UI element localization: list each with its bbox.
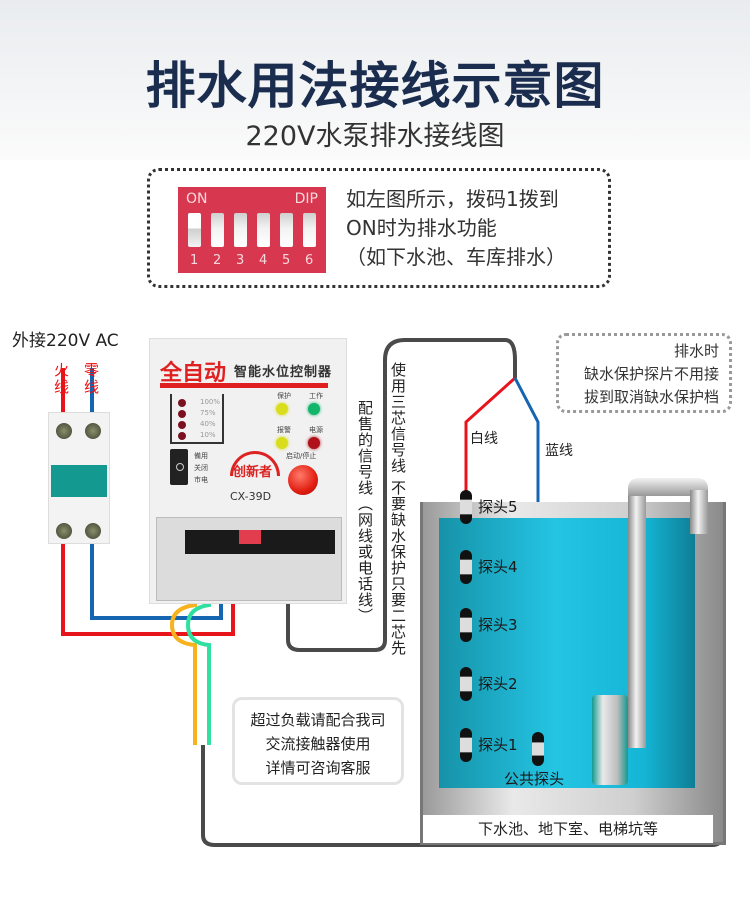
breaker-terminal xyxy=(85,523,101,539)
common-probe-label: 公共探头 xyxy=(504,770,565,788)
terminal-block xyxy=(156,517,342,601)
page-title: 排水用法接线示意图 xyxy=(145,57,605,115)
controller-name: 智能水位控制器 xyxy=(234,365,333,380)
level-mark: 100% xyxy=(200,398,221,406)
dip-switch-number: 1 xyxy=(190,253,199,268)
load-notice: 超过负载请配合我司 交流接触器使用 详情可咨询客服 xyxy=(232,697,404,785)
live-wire-label: 火线 xyxy=(54,361,70,396)
dip-switch-number: 5 xyxy=(282,253,291,268)
level-led xyxy=(178,399,186,407)
indicator-led xyxy=(276,403,288,415)
note-line: 详情可咨询客服 xyxy=(265,759,371,777)
switch-position-label: 備用 xyxy=(194,452,208,460)
instruction-line: 如左图所示，拨码1拨到 xyxy=(346,187,559,211)
water-level-controller: 全自动 智能水位控制器 100% 75% 40% 10% 保护 工作报警 电源 備用 关闭… xyxy=(149,338,347,604)
dip-switch-number: 2 xyxy=(213,253,222,268)
probe-label: 探头4 xyxy=(478,558,518,576)
pump-wire-yellow xyxy=(169,545,197,745)
indicator-led xyxy=(276,437,288,449)
indicator-label: 工作 xyxy=(309,392,323,400)
pump-wire-green xyxy=(185,545,211,745)
start-stop-button[interactable] xyxy=(288,465,318,495)
level-led xyxy=(178,410,186,418)
breaker-toggle xyxy=(51,465,107,497)
breaker-terminal xyxy=(56,423,72,439)
indicator-label: 报警 xyxy=(277,426,291,434)
submersible-pump xyxy=(592,695,628,785)
dip-switch[interactable] xyxy=(280,213,293,247)
level-indicator-tank xyxy=(170,394,224,444)
drain-mode-note: 排水时 缺水保护探片不用接 拔到取消缺水保护档 xyxy=(556,333,732,413)
controller-pinyin-strip xyxy=(160,383,328,388)
dip-switch-number: 6 xyxy=(305,253,314,268)
three-core-cable-label: 使用三芯信号线 不要缺水保护只要二芯先 xyxy=(389,362,407,656)
dip-switch-number: 3 xyxy=(236,253,245,268)
white-wire-label: 白线 xyxy=(470,431,498,447)
controller-model: CX-39D xyxy=(230,490,272,503)
probe-label: 探头3 xyxy=(478,616,518,634)
dip-instruction-text: 如左图所示，拨码1拨到 ON时为排水功能 （如下水池、车库排水） xyxy=(346,185,566,272)
dip-brand-label: DIP xyxy=(294,191,318,207)
discharge-pipe-elbow xyxy=(628,478,708,496)
note-line: 排水时 xyxy=(673,342,719,360)
dip-switch[interactable] xyxy=(211,213,224,247)
level-led xyxy=(178,432,186,440)
blue-wire-label: 蓝线 xyxy=(545,443,573,459)
indicator-label: 保护 xyxy=(277,392,291,400)
signal-cable xyxy=(286,338,517,652)
discharge-pipe xyxy=(628,488,646,748)
indicator-led xyxy=(308,403,320,415)
dip-on-label: ON xyxy=(186,191,208,207)
probe-label: 探头5 xyxy=(478,498,518,516)
dip-switch[interactable] xyxy=(303,213,316,247)
external-power-label: 外接220V AC xyxy=(12,331,119,351)
instruction-line: ON时为排水功能 xyxy=(346,216,497,240)
switch-position-label: 关闭 xyxy=(194,464,208,472)
level-led xyxy=(178,421,186,429)
page-subtitle: 220V水泵排水接线图 xyxy=(245,121,505,152)
pit-water xyxy=(439,518,695,788)
probe xyxy=(460,608,472,642)
common-probe xyxy=(532,732,544,766)
mini-dip-switch[interactable] xyxy=(239,530,261,544)
power-rocker-switch[interactable] xyxy=(170,449,188,485)
switch-glyph xyxy=(176,463,184,471)
probe xyxy=(460,490,472,524)
note-line: 超过负载请配合我司 xyxy=(250,711,386,729)
indicator-label: 电源 xyxy=(309,426,323,434)
level-mark: 40% xyxy=(200,420,216,428)
controller-logo: 创新者 xyxy=(233,465,273,480)
breaker-terminal xyxy=(56,523,72,539)
note-line: 交流接触器使用 xyxy=(265,735,371,753)
probe-label: 探头1 xyxy=(478,736,518,754)
neutral-wire-label: 零线 xyxy=(84,361,100,396)
instruction-line: （如下水池、车库排水） xyxy=(346,245,566,269)
probe xyxy=(460,667,472,701)
header-background xyxy=(0,0,750,160)
probe xyxy=(460,728,472,762)
switch-position-label: 市电 xyxy=(194,476,208,484)
circuit-breaker xyxy=(48,412,110,544)
note-line: 拔到取消缺水保护档 xyxy=(583,388,719,406)
probe-label: 探头2 xyxy=(478,675,518,693)
dip-switch[interactable] xyxy=(188,213,201,247)
supplied-cable-label: 配售的信号线（网线或电话线） xyxy=(356,400,374,624)
discharge-pipe-outlet xyxy=(690,490,708,534)
controller-brand: 全自动 xyxy=(160,361,227,386)
note-line: 缺水保护探片不用接 xyxy=(583,365,719,383)
dip-switch[interactable] xyxy=(234,213,247,247)
breaker-terminal xyxy=(85,423,101,439)
level-mark: 10% xyxy=(200,431,216,439)
dip-switch[interactable] xyxy=(257,213,270,247)
level-mark: 75% xyxy=(200,409,216,417)
pit-location-label: 下水池、地下室、电梯坑等 xyxy=(423,815,713,843)
indicator-led xyxy=(308,437,320,449)
start-stop-label: 启动/停止 xyxy=(286,452,317,460)
probe xyxy=(460,550,472,584)
dip-switch-number: 4 xyxy=(259,253,268,268)
